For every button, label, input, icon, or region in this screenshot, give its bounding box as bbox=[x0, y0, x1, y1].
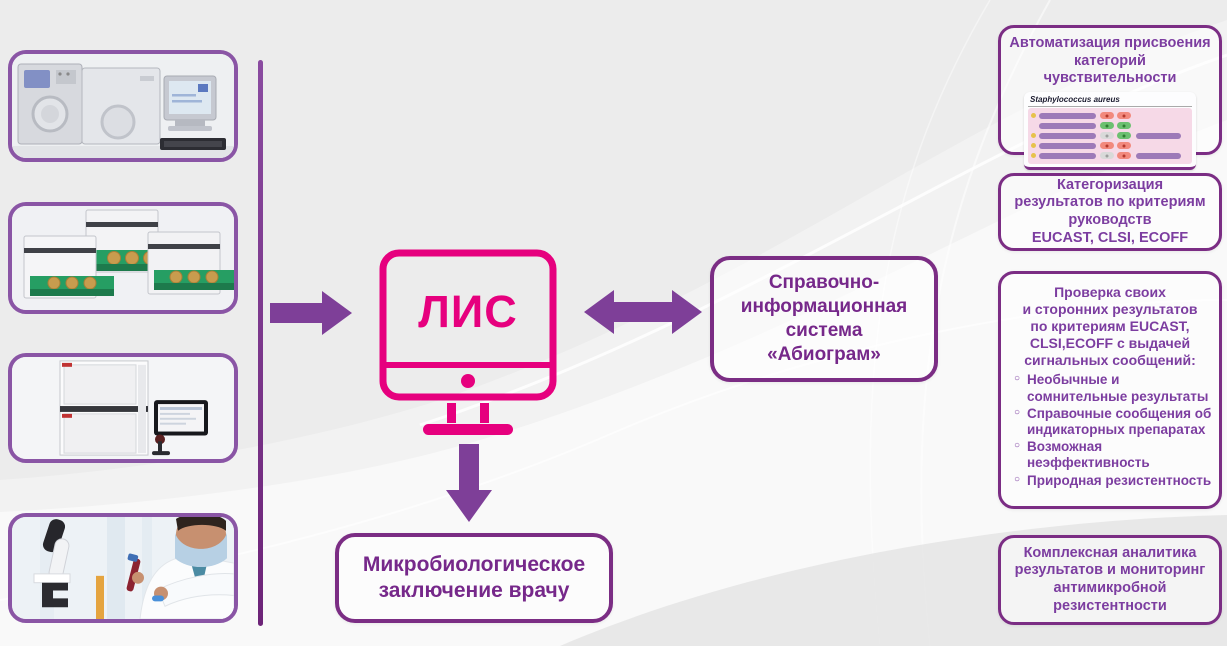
abiogram-system-label: Справочно- информационная система «Абиог… bbox=[740, 272, 908, 365]
feature-automation-title: Автоматизация присвоения категорий чувст… bbox=[1009, 35, 1211, 87]
antibiotic-name-bar bbox=[1039, 152, 1096, 159]
photo-lab-technician bbox=[8, 513, 238, 623]
susceptibility-pill-gray bbox=[1100, 132, 1114, 140]
antibiogram-row bbox=[1031, 132, 1190, 140]
sample-dot-icon bbox=[1031, 143, 1036, 149]
susceptibility-pill-red bbox=[1117, 152, 1131, 160]
antibiogram-header: Staphylococcus aureus bbox=[1028, 94, 1192, 108]
comment-bar bbox=[1136, 132, 1181, 139]
bullet-item: Справочные сообщения об индикаторных пре… bbox=[1012, 406, 1212, 438]
feature-box-verification: Проверка своих и сторонних результатов п… bbox=[998, 271, 1222, 509]
susceptibility-pill-red bbox=[1100, 112, 1114, 120]
photo-lab-technician-illustration bbox=[12, 517, 234, 619]
susceptibility-pill-gray bbox=[1100, 152, 1114, 160]
susceptibility-pill-green bbox=[1100, 122, 1114, 130]
conclusion-label: Микробиологическое заключение врачу bbox=[362, 552, 586, 602]
antibiotic-name-bar bbox=[1039, 132, 1096, 139]
antibiogram-preview: Staphylococcus aureus bbox=[1024, 92, 1196, 171]
photo-analyzer-illustration bbox=[12, 54, 234, 158]
arrow-output-icon bbox=[446, 444, 492, 522]
susceptibility-pill-red bbox=[1117, 142, 1131, 150]
abiogram-system-box: Справочно- информационная система «Абиог… bbox=[710, 256, 938, 382]
feature-analytics-text: Комплексная аналитика результатов и мони… bbox=[1014, 544, 1206, 614]
conclusion-box: Микробиологическое заключение врачу bbox=[335, 533, 613, 623]
photo-microbiology-analyzer bbox=[8, 50, 238, 162]
antibiogram-row bbox=[1031, 122, 1190, 130]
verification-bullets: Необычные и сомнительные результаты Спра… bbox=[1008, 372, 1212, 489]
sample-dot-icon bbox=[1031, 153, 1036, 159]
bullet-item: Возможная неэффективность bbox=[1012, 439, 1212, 471]
antibiogram-rows bbox=[1028, 108, 1192, 165]
arrow-bidirectional-icon bbox=[584, 290, 702, 334]
antibiogram-row bbox=[1031, 152, 1190, 160]
feature-box-categorization: Категоризация результатов по критериям р… bbox=[998, 173, 1222, 251]
lis-label: ЛИС bbox=[418, 286, 518, 337]
photo-incubators-illustration bbox=[12, 206, 234, 310]
divider-line bbox=[258, 60, 263, 626]
photo-incubators bbox=[8, 202, 238, 314]
antibiotic-name-bar bbox=[1039, 122, 1096, 129]
susceptibility-pill-green bbox=[1117, 122, 1131, 130]
feature-box-automation: Автоматизация присвоения категорий чувст… bbox=[998, 25, 1222, 171]
susceptibility-pill-green bbox=[1117, 132, 1131, 140]
lis-monitor-icon bbox=[379, 249, 557, 435]
antibiogram-row bbox=[1031, 112, 1190, 120]
antibiotic-name-bar bbox=[1039, 112, 1096, 119]
feature-box-analytics: Комплексная аналитика результатов и мони… bbox=[998, 535, 1222, 625]
feature-categorization-text: Категоризация результатов по критериям р… bbox=[1014, 176, 1206, 246]
photo-automated-incubator bbox=[8, 353, 238, 463]
susceptibility-pill-red bbox=[1100, 142, 1114, 150]
feature-verification-intro: Проверка своих и сторонних результатов п… bbox=[1022, 284, 1198, 369]
comment-bar bbox=[1136, 152, 1181, 159]
arrow-input-icon bbox=[270, 291, 352, 335]
antibiogram-row bbox=[1031, 142, 1190, 150]
antibiotic-name-bar bbox=[1039, 142, 1096, 149]
photo-automated-incubator-illustration bbox=[12, 357, 234, 459]
susceptibility-pill-red bbox=[1117, 112, 1131, 120]
sample-dot-icon bbox=[1031, 113, 1036, 119]
bullet-item: Необычные и сомнительные результаты bbox=[1012, 372, 1212, 404]
bullet-item: Природная резистентность bbox=[1012, 473, 1212, 489]
sample-dot-icon bbox=[1031, 133, 1036, 139]
